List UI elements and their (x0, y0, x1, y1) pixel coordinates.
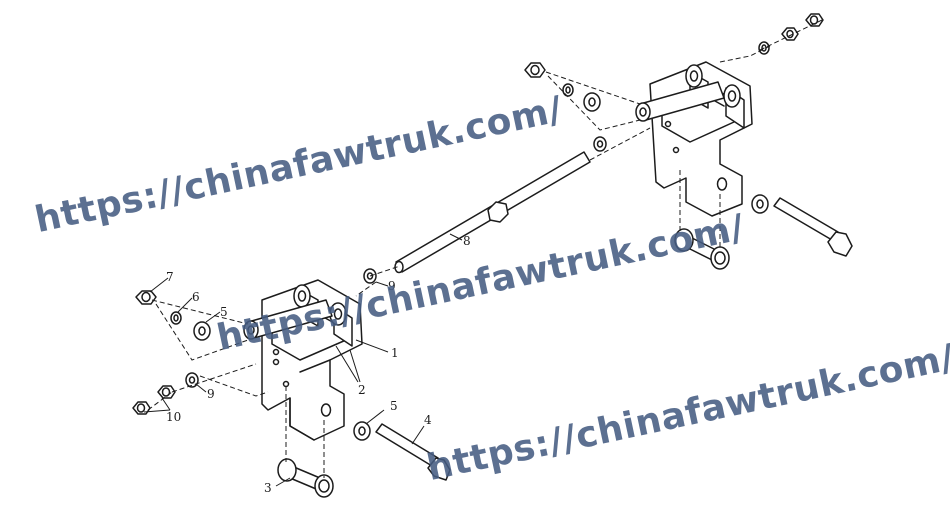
callout-10: 10 (166, 410, 181, 424)
nut-right-top (805, 13, 824, 27)
flat-washer-5-left (193, 321, 211, 341)
bolt-right (773, 197, 853, 257)
callout-6: 6 (192, 290, 200, 304)
nut-10-upper (157, 385, 176, 399)
nut-right-second (781, 27, 799, 41)
nut-right-left (524, 62, 546, 78)
right-fasteners (524, 13, 853, 270)
spring-washer-right (562, 83, 574, 97)
bushing-right (674, 228, 730, 270)
callout-5-left: 5 (220, 305, 228, 319)
flat-washer-right (583, 92, 601, 112)
callout-3: 3 (264, 481, 272, 495)
bolt-4 (375, 423, 451, 481)
left-bracket-assembly (243, 279, 363, 441)
callout-9-tube: 9 (388, 279, 396, 293)
spring-washer-6 (170, 311, 182, 325)
callout-labels: 7 6 5 9 10 1 2 3 5 4 8 9 (166, 234, 471, 495)
callout-7: 7 (166, 270, 174, 284)
right-bracket-assembly (635, 61, 753, 217)
bushing-3 (277, 458, 334, 498)
left-fasteners (132, 290, 451, 498)
cross-tube-8 (363, 136, 607, 284)
assembly-guide-lines (147, 19, 823, 478)
callout-8: 8 (463, 234, 471, 248)
callout-5-lower: 5 (390, 399, 398, 413)
flat-washer-5-lower (353, 421, 371, 441)
callout-9-left: 9 (207, 387, 215, 401)
callout-1: 1 (391, 346, 399, 360)
washer-9-right-tube (593, 136, 607, 152)
callout-2: 2 (358, 383, 366, 397)
washer-9-left (185, 372, 199, 388)
flat-washer-right-lower (751, 194, 769, 214)
callout-4: 4 (424, 413, 432, 427)
nut-7 (135, 290, 157, 305)
leader-lines (143, 233, 463, 487)
